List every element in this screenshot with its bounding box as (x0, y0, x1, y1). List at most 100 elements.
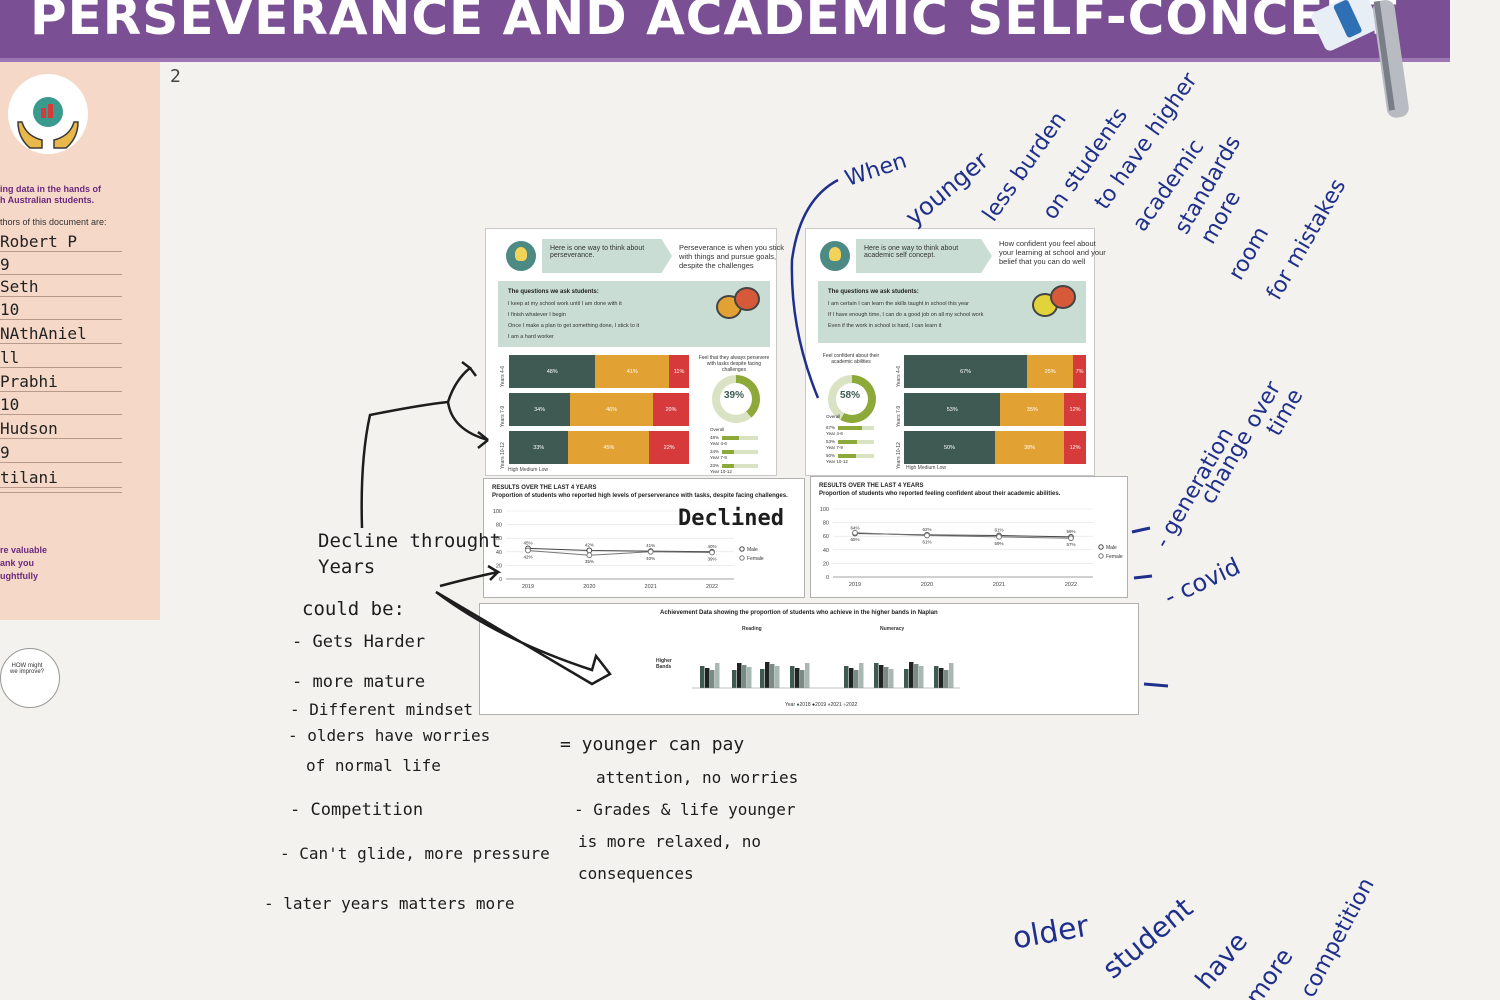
achievement-bars (692, 662, 960, 689)
note-reason: - later years matters more (264, 894, 515, 913)
year-label: Years 4-6 (500, 365, 506, 387)
logo (8, 74, 88, 154)
blue-tick (1143, 682, 1169, 688)
legend-year: 2021 (830, 702, 842, 708)
bar-legend: High Medium Low (906, 465, 947, 471)
achievement-legend: Year ●2018 ●2019 ●2021 ●2022 (785, 702, 857, 708)
y-tick-label: 0 (499, 577, 502, 583)
perseverance-donut (712, 375, 760, 423)
mini-pct: 50% (826, 453, 836, 458)
note-decline-line2: Years (318, 556, 376, 578)
perseverance-trend-chart: RESULTS OVER THE LAST 4 YEARS Proportion… (483, 478, 805, 598)
self-concept-sheet: Here is one way to think about academic … (805, 228, 1106, 476)
question-item: If I have enough time, I can do a good j… (828, 312, 984, 318)
hands-logo-icon (17, 97, 79, 149)
y-tick-label: 40 (823, 548, 829, 554)
mini-bar (838, 440, 874, 444)
achievement-bar (742, 665, 747, 688)
legend-swatch-icon: ● (812, 702, 816, 708)
mini-bar (722, 464, 758, 468)
higher-bands-label: Higher Bands (656, 658, 672, 670)
achievement-bar (949, 663, 954, 688)
author-name-1: Robert P (0, 232, 122, 252)
series-line-male (527, 547, 713, 553)
bar-segment-medium: 25% (1027, 355, 1074, 388)
sidebar-footer-3: ughtfully (0, 571, 38, 581)
bar-segment-high: 48% (509, 355, 596, 388)
note-reason: - Competition (290, 800, 424, 820)
mini-bar-fill (722, 436, 740, 440)
hmwi-sticker: HOW might we improve? (0, 648, 60, 708)
achievement-bar (737, 663, 742, 688)
bar-segment-medium: 38% (995, 431, 1065, 464)
note-younger: = younger can pay (560, 734, 745, 755)
perseverance-stacked-bars: 48%41%11%34%46%20%33%45%22% (509, 355, 689, 465)
question-item: I keep at my school work until I am done… (508, 301, 622, 307)
hmwi-text: HOW might we improve? (9, 663, 44, 675)
data-label: 42% (523, 554, 532, 559)
note-reason: - Different mindset (290, 700, 474, 719)
speech-bubble-icon (1050, 285, 1076, 309)
achievement-bar (710, 670, 715, 688)
data-label: 42% (585, 542, 594, 547)
note-reason: - Can't glide, more pressure (280, 844, 550, 863)
series-line-female (854, 532, 1072, 539)
x-tick-label: 2020 (921, 582, 933, 588)
perseverance-sheet: Here is one way to think about persevera… (485, 228, 784, 476)
sidebar-footer-1: re valuable (0, 545, 48, 555)
achievement-bar (760, 669, 765, 688)
side-heading: Feel that they always persevere with tas… (698, 355, 770, 373)
lightbulb-icon (820, 241, 850, 271)
achievement-bar (919, 666, 924, 688)
blue-note: younger (900, 146, 994, 232)
x-tick-label: 2021 (993, 582, 1005, 588)
reading-label: Reading (742, 626, 762, 632)
legend-marker (739, 546, 745, 552)
author-name-7: Prabhi (0, 372, 122, 392)
legend-marker (1098, 553, 1104, 559)
legend-label: Male (747, 547, 758, 553)
achievement-bar (795, 668, 800, 688)
note-reason: - Gets Harder (292, 632, 426, 652)
y-tick-label: 100 (820, 507, 829, 513)
legend-swatch-icon: ● (827, 702, 831, 708)
mini-bar-fill (838, 454, 856, 458)
achievement-bar (705, 668, 710, 688)
self-concept-definition: How confident you feel about your learni… (999, 239, 1106, 266)
year-label: Years 7-9 (500, 405, 506, 427)
donut-value: 58% (840, 390, 861, 401)
legend-marker (1098, 544, 1104, 550)
blue-note: When (842, 148, 910, 192)
achievement-chart: Achievement Data showing the proportion … (479, 603, 1139, 715)
data-label: 39% (707, 556, 716, 561)
achievement-bar (889, 669, 894, 688)
chart-heading: RESULTS OVER THE LAST 4 YEARS (492, 485, 597, 491)
self-concept-donut (828, 375, 876, 423)
author-name-12 (0, 492, 122, 493)
achievement-bar (859, 663, 864, 688)
data-label: 35% (585, 559, 594, 564)
data-label: 40% (646, 556, 655, 561)
blue-note: - covid (1160, 552, 1245, 612)
legend-swatch-icon: ● (843, 702, 847, 708)
bar-legend: High Medium Low (508, 467, 549, 473)
achievement-bar (700, 666, 705, 688)
legend-prefix: Year (785, 702, 796, 708)
chart-subheading: Proportion of students who reported high… (492, 493, 788, 499)
data-label: 59% (1066, 529, 1075, 534)
pen-icon (1311, 0, 1409, 118)
sidebar-intro-1: ing data in the hands of (0, 184, 101, 194)
achievement-bar (732, 670, 737, 688)
data-label: 62% (922, 527, 931, 532)
mini-bar-fill (722, 450, 735, 454)
self-concept-banner-text: Here is one way to think about academic … (864, 245, 959, 259)
stacked-bar-row: 50%38%12% (904, 431, 1086, 464)
mini-pct: 67% (826, 425, 836, 430)
achievement-bar (914, 664, 919, 688)
author-name-10: 9 (0, 443, 122, 463)
data-label: 45% (523, 540, 532, 545)
sidebar-panel: ing data in the hands of h Australian st… (0, 62, 160, 620)
